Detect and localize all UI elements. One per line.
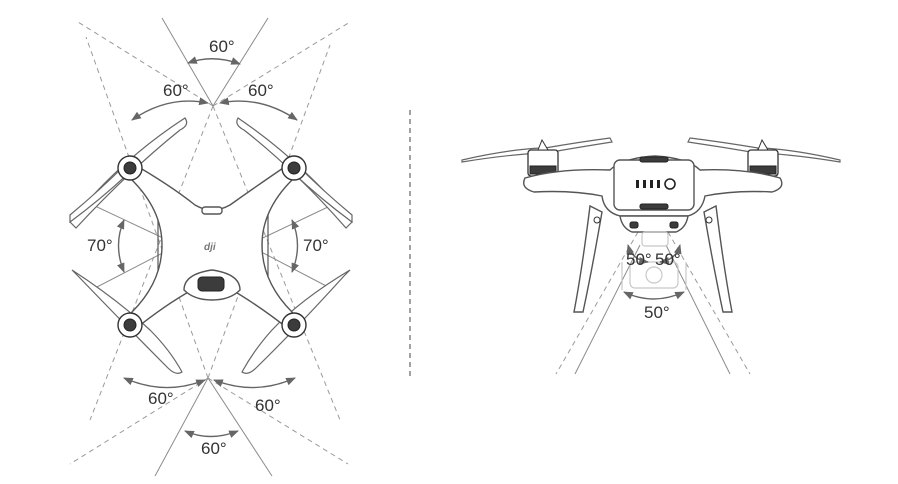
battery-level-indicator (636, 178, 676, 190)
rear-right-angle-label: 60° (255, 396, 281, 415)
motor-left-front-view (527, 138, 559, 177)
down-right-angle-label: 50° (655, 250, 681, 269)
motor-rear-left (117, 312, 143, 338)
logo: dji (204, 242, 216, 253)
motor-front-right (281, 155, 307, 181)
down-left-angle-label: 50° (626, 250, 652, 269)
battery-vent (197, 276, 225, 292)
sensor-range-lines (69, 17, 351, 477)
front-view: 50° 50° 50° (461, 137, 841, 375)
angle-arcs-top-view (116, 56, 300, 439)
motor-front-left (117, 155, 143, 181)
rear-left-angle-label: 60° (148, 389, 174, 408)
rear-angle-label: 60° (201, 439, 227, 458)
downward-range-lines (555, 231, 751, 375)
left-side-angle-label: 70° (87, 236, 113, 255)
top-view: dji (69, 17, 353, 477)
right-side-angle-label: 70° (303, 236, 329, 255)
propellers-front-view (461, 137, 841, 163)
down-bottom-angle-label: 50° (644, 303, 670, 322)
landing-gear-left (573, 204, 603, 313)
drone-top-view: dji (69, 117, 353, 374)
front-angle-label: 60° (209, 37, 235, 56)
front-right-angle-label: 60° (248, 81, 274, 100)
landing-gear-right (703, 204, 733, 313)
gimbal-camera-ghost (621, 231, 687, 290)
motor-right-front-view (747, 138, 779, 177)
motor-rear-right (281, 312, 307, 338)
front-left-angle-label: 60° (163, 81, 189, 100)
